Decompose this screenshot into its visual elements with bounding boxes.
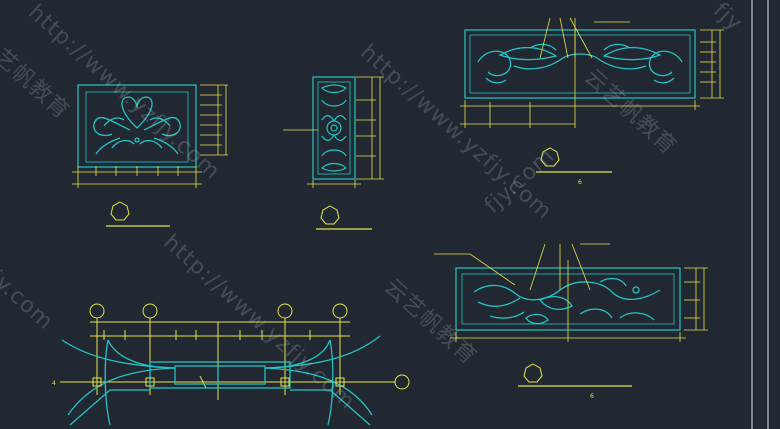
- heart-scroll-panel: [72, 84, 228, 227]
- detail-mark-bottom-right: 6: [590, 393, 594, 400]
- view-mark-left: 4: [52, 380, 56, 387]
- gate-plan-drawing: 4: [52, 303, 410, 426]
- scroll-frieze-panel: 6: [460, 17, 724, 186]
- title-block-frame: [751, 0, 769, 429]
- detail-mark-top-right: 6: [578, 179, 582, 186]
- dragon-frieze-panel: 6: [434, 243, 708, 400]
- vertical-lattice-panel: [283, 76, 384, 230]
